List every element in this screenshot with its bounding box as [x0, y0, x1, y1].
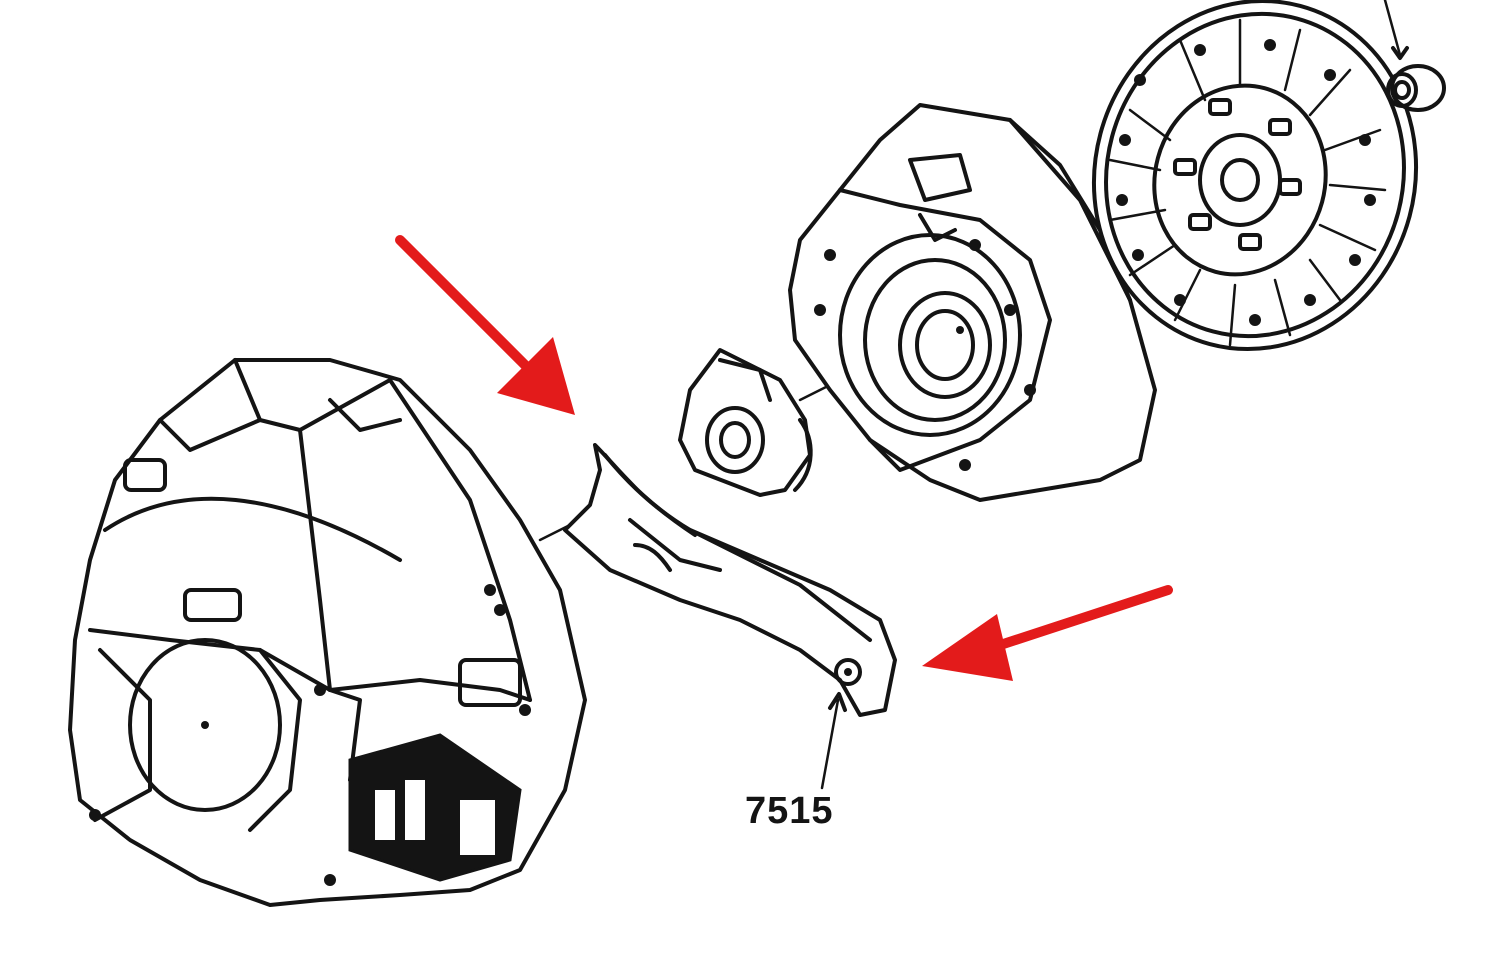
- part-callout-arrowhead: [828, 692, 847, 712]
- release-bearing: [678, 348, 813, 497]
- bell-housing: [68, 358, 587, 907]
- highlight-arrow-lower: [922, 585, 1173, 681]
- part-number-label: 7515: [745, 790, 834, 832]
- clutch-disc: [1091, 0, 1419, 352]
- pilot-bearing: [1383, 0, 1446, 112]
- rivet-holes: [1116, 39, 1376, 326]
- friction-segments: [1108, 18, 1387, 347]
- part-callout-leader: [820, 698, 840, 790]
- highlight-arrow-upper: [395, 235, 575, 415]
- pressure-plate: [788, 103, 1157, 502]
- clutch-release-lever: [563, 443, 897, 717]
- damper-springs: [1173, 98, 1302, 251]
